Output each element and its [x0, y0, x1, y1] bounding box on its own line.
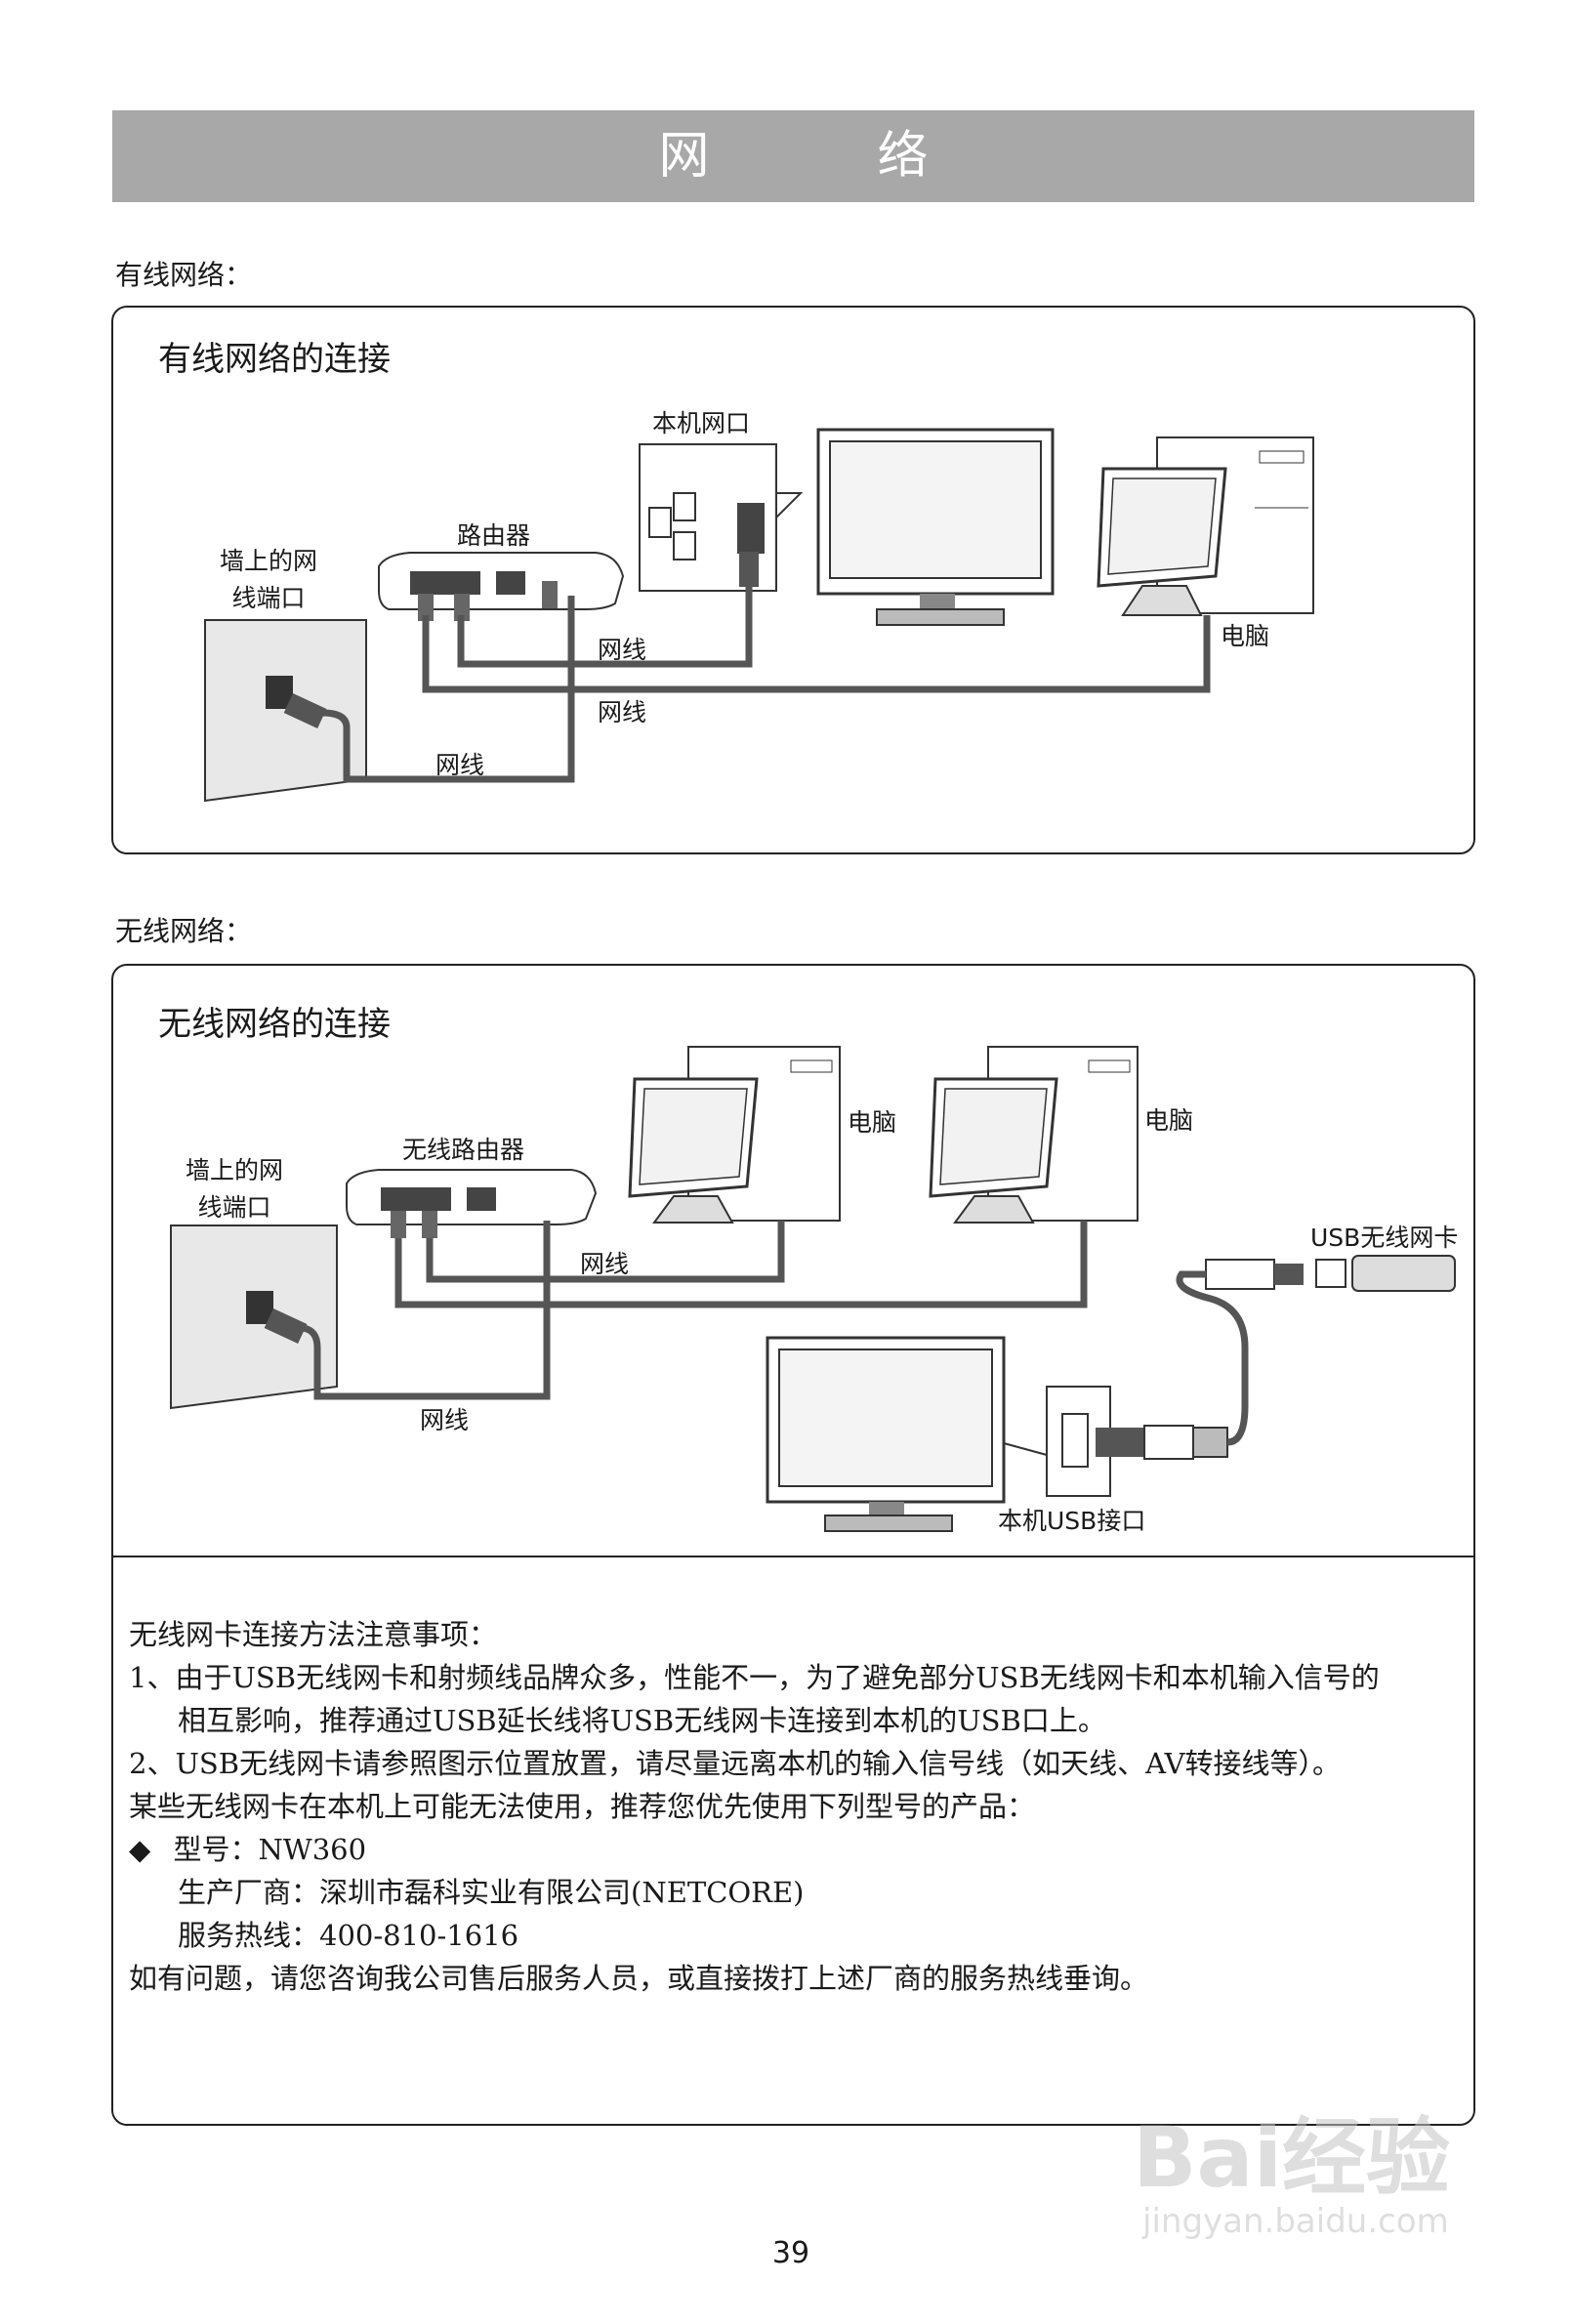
watermark-brand: Bai经验	[1133, 2109, 1451, 2207]
page-number: 39	[771, 2236, 810, 2270]
wireless-panel-title: 无线网络的连接	[158, 1005, 391, 1044]
wired-cable-label-1: 网线	[598, 636, 647, 664]
wall-port-line-2: 线端口	[231, 584, 306, 612]
wireless-router-illustration	[346, 1169, 598, 1238]
wireless-cable-label-1: 网线	[580, 1250, 630, 1278]
wired-cables	[321, 586, 1211, 783]
panel-divider	[113, 1556, 1473, 1557]
wired-wall-port-label: 墙上的网 线端口	[210, 543, 327, 617]
notes-item-1-line-2: 相互影响，推荐通过USB延长线将USB无线网卡连接到本机的USB口上。	[178, 1704, 1106, 1737]
wired-router-label: 路由器	[457, 521, 531, 550]
wired-tv-port-label: 本机网口	[652, 409, 751, 437]
notes-recommend: 某些无线网卡在本机上可能无法使用，推荐您优先使用下列型号的产品：	[129, 1790, 1036, 1823]
wireless-computer-label-2: 电脑	[1144, 1106, 1194, 1135]
wired-cable-label-2: 网线	[598, 698, 647, 726]
wired-section-label: 有线网络：	[115, 259, 253, 291]
wireless-wall-port-line-1: 墙上的网	[185, 1156, 283, 1184]
wireless-computer-label-1: 电脑	[848, 1108, 897, 1137]
wall-port-line-1: 墙上的网	[219, 547, 317, 575]
notes-heading: 无线网卡连接方法注意事项：	[129, 1618, 498, 1651]
wired-cable-label-3: 网线	[435, 751, 485, 779]
notes-contact: 如有问题，请您咨询我公司售后服务人员，或直接拨打上述厂商的服务热线垂询。	[129, 1962, 1149, 1995]
wireless-wall-port-illustration	[170, 1224, 338, 1410]
wired-panel-title: 有线网络的连接	[158, 340, 391, 379]
wireless-cable-label-2: 网线	[420, 1406, 470, 1434]
usb-dongle-illustration	[1205, 1255, 1456, 1292]
notes-item-2: 2、USB无线网卡请参照图示位置放置，请尽量远离本机的输入信号线（如天线、AV转…	[129, 1747, 1342, 1780]
tv-port-inset	[639, 443, 804, 592]
wireless-section-label: 无线网络：	[115, 915, 253, 947]
bullet-diamond-icon: ◆	[129, 1833, 151, 1866]
tv-illustration	[816, 428, 1055, 626]
wired-computer-label: 电脑	[1221, 622, 1270, 650]
usb-wireless-card-label: USB无线网卡	[1310, 1224, 1459, 1252]
wireless-cables	[302, 1221, 1249, 1446]
computer-illustration	[1097, 436, 1314, 616]
notes-block: 无线网卡连接方法注意事项： 1、由于USB无线网卡和射频线品牌众多，性能不一，为…	[129, 1613, 1476, 2000]
tv-usb-port-label: 本机USB接口	[998, 1507, 1146, 1535]
wireless-wall-port-label: 墙上的网 线端口	[176, 1152, 293, 1226]
wireless-tv-illustration	[766, 1336, 1006, 1532]
notes-maker: 生产厂商：深圳市磊科实业有限公司(NETCORE)	[178, 1876, 805, 1909]
notes-hotline: 服务热线：400-810-1616	[178, 1919, 519, 1952]
watermark-url: jingyan.baidu.com	[1142, 2202, 1449, 2241]
router-illustration	[378, 552, 625, 621]
wireless-router-label: 无线路由器	[402, 1136, 525, 1164]
wired-panel: 有线网络的连接	[111, 306, 1475, 854]
computer-1-illustration	[628, 1046, 841, 1224]
notes-model: 型号：NW360	[173, 1833, 367, 1866]
notes-model-row: ◆ 型号：NW360	[129, 1828, 1476, 1871]
wireless-panel: 无线网络的连接	[111, 964, 1475, 2126]
baidu-jingyan-watermark: Bai经验 jingyan.baidu.com	[1133, 2114, 1504, 2290]
computer-2-illustration	[929, 1046, 1139, 1224]
page-title: 网 络	[658, 127, 987, 186]
wireless-wall-port-line-2: 线端口	[197, 1193, 271, 1222]
page-title-bar: 网 络	[112, 110, 1474, 202]
notes-item-1-line-1: 1、由于USB无线网卡和射频线品牌众多，性能不一，为了避免部分USB无线网卡和本…	[129, 1661, 1380, 1694]
tv-usb-inset	[1003, 1386, 1228, 1497]
